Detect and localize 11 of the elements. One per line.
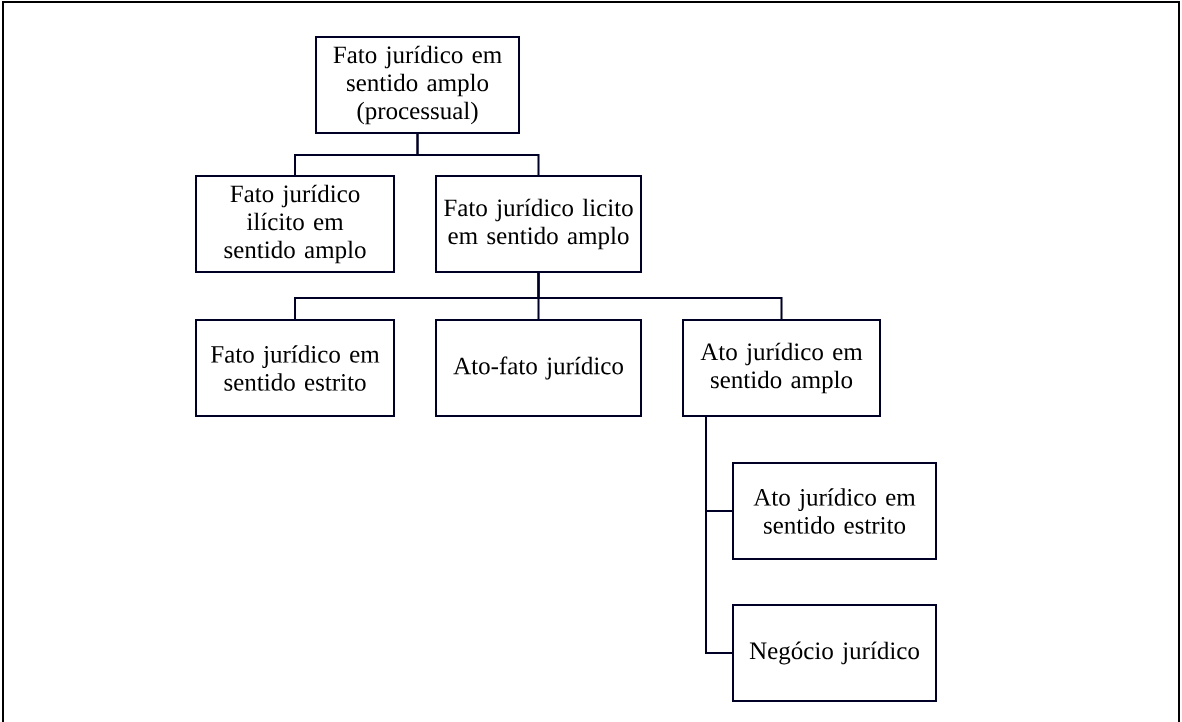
text-box: Fato jurídico em sentido estrito <box>195 319 395 417</box>
text-box: Ato-fato jurídico <box>435 319 642 417</box>
connector-line <box>705 416 733 654</box>
text-box: Negócio jurídico <box>732 604 937 702</box>
text-box: Ato jurídico em sentido estrito <box>732 462 937 560</box>
text-box: Ato jurídico em sentido amplo <box>682 319 881 417</box>
text-box: Fato jurídico em sentido amplo (processual) <box>315 36 520 134</box>
connector-line <box>537 272 783 320</box>
text-box: Fato jurídico licito em sentido amplo <box>435 175 642 273</box>
text-box: Fato jurídico ilícito em sentido amplo <box>195 175 395 273</box>
connector-line <box>416 133 540 176</box>
